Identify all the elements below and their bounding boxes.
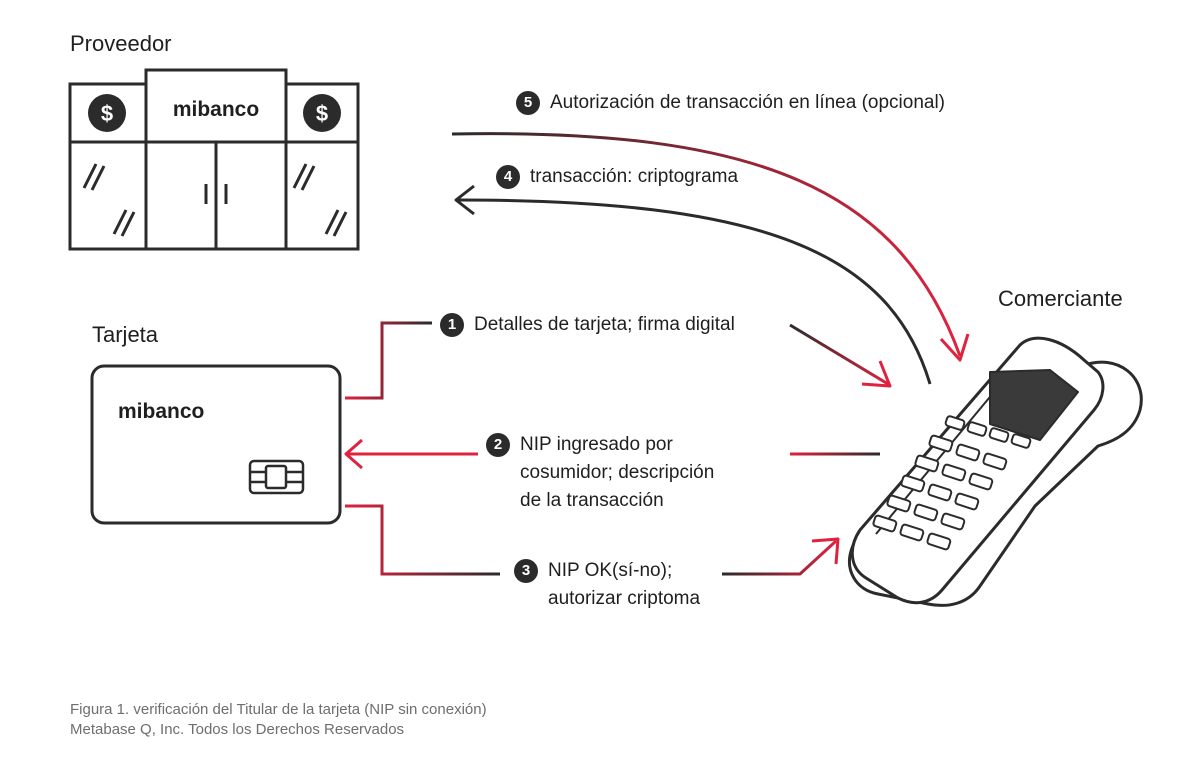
bank-brand: mibanco <box>173 98 259 121</box>
step-5: 5 Autorización de transacción en línea (… <box>516 89 945 117</box>
arrow-5 <box>451 132 962 357</box>
step-2: 2 NIP ingresado por cosumidor; descripci… <box>486 431 714 515</box>
caption-line-1: Figura 1. verificación del Titular de la… <box>70 701 487 718</box>
step-2-text-line-1: NIP ingresado por <box>520 434 673 455</box>
caption-line-2: Metabase Q, Inc. Todos los Derechos Rese… <box>70 721 405 738</box>
dollar-left-sign: $ <box>101 101 113 126</box>
step-3-text-line-2: autorizar criptoma <box>548 588 701 609</box>
card-icon <box>90 364 342 525</box>
step-2-text-line-3: de la transacción <box>520 490 664 511</box>
arrow-1-connector <box>345 321 432 400</box>
dollar-left-icon <box>88 94 126 132</box>
arrow-1-head <box>861 360 892 388</box>
arrow-4 <box>457 198 932 385</box>
step-1-text: Detalles de tarjeta; firma digital <box>474 314 735 335</box>
step-1: 1 Detalles de tarjeta; firma digital <box>440 311 735 339</box>
pos-terminal-icon <box>848 336 1143 607</box>
chip-icon <box>248 459 305 495</box>
merchant-label: Comerciante <box>998 286 1123 311</box>
provider-label: Proveedor <box>70 31 172 56</box>
step-3: 3 NIP OK(sí-no); autorizar criptoma <box>514 557 700 613</box>
dollar-right-sign: $ <box>316 101 328 126</box>
step-4: 4 transacción: criptograma <box>496 163 738 191</box>
step-5-number: 5 <box>516 91 540 115</box>
step-1-number: 1 <box>440 313 464 337</box>
arrow-3-head <box>811 537 840 565</box>
arrow-5-head <box>939 333 970 362</box>
step-3-text-line-1: NIP OK(sí-no); <box>548 560 673 581</box>
arrow-1 <box>789 323 889 386</box>
step-2-number: 2 <box>486 433 510 457</box>
step-4-number: 4 <box>496 165 520 189</box>
arrow-3-connector <box>345 504 500 576</box>
arrow-4-head <box>454 184 475 216</box>
card-brand: mibanco <box>118 400 204 423</box>
figure-caption: Figura 1. verificación del Titular de la… <box>70 700 487 740</box>
step-5-text: Autorización de transacción en línea (op… <box>550 92 946 113</box>
dollar-right-icon <box>303 94 341 132</box>
arrow-2-head <box>344 438 363 470</box>
step-4-text: transacción: criptograma <box>530 166 739 187</box>
arrow-3 <box>722 539 838 576</box>
card-label: Tarjeta <box>92 322 159 347</box>
step-2-text-line-2: cosumidor; descripción <box>520 462 715 483</box>
step-3-number: 3 <box>514 559 538 583</box>
